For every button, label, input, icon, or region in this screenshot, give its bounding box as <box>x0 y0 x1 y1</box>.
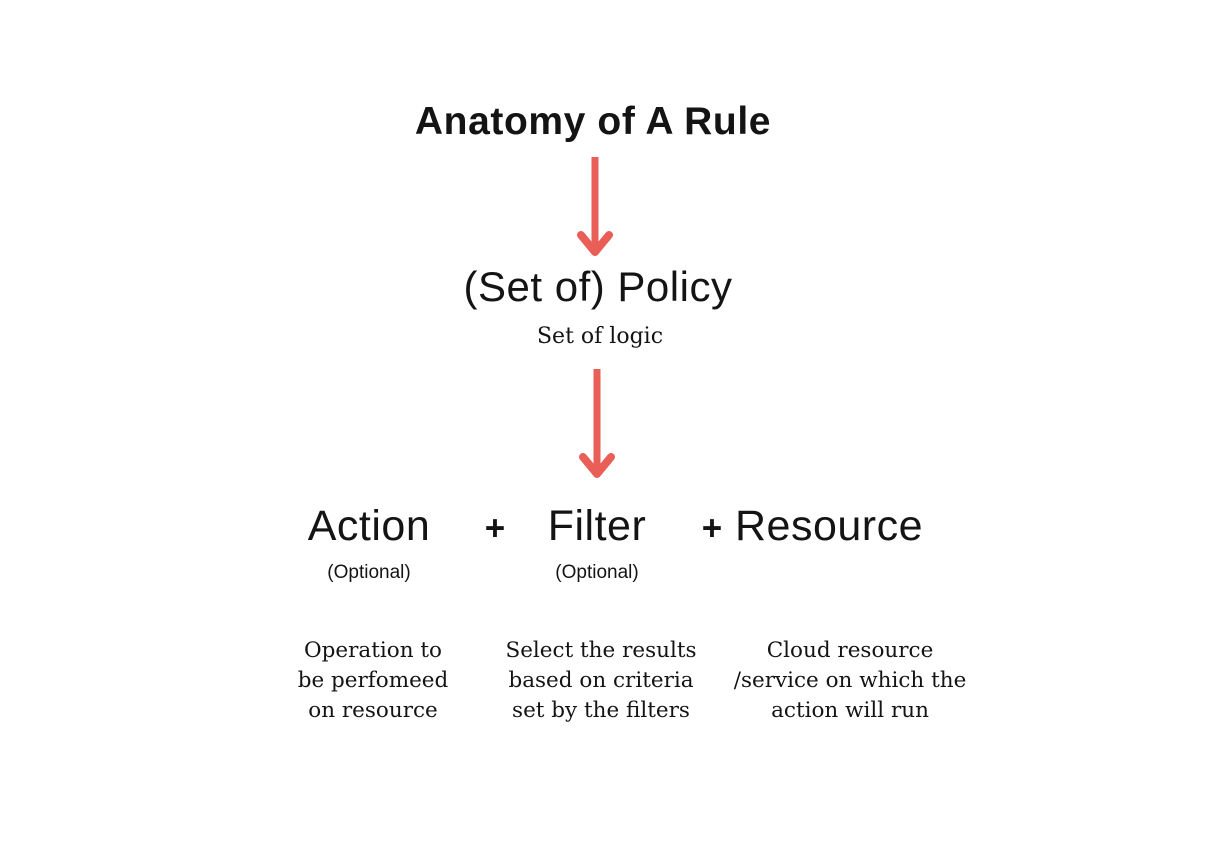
description-resource: Cloud resource /service on which the act… <box>733 638 967 723</box>
description-filter: Select the results based on criteria set… <box>505 638 697 723</box>
component-label-resource: Resource <box>734 502 924 550</box>
policy-sublabel: Set of logic <box>536 324 664 349</box>
arrow-head <box>577 231 613 256</box>
arrow-down-icon <box>579 369 615 478</box>
description-action: Operation to be perfomeed on resource <box>297 638 449 723</box>
optional-tag-filter: (Optional) <box>555 562 639 583</box>
component-label-action: Action <box>307 502 431 550</box>
plus-operator: + <box>484 509 506 548</box>
page-title: Anatomy of A Rule <box>414 100 772 143</box>
optional-tag-action: (Optional) <box>327 562 411 583</box>
component-label-filter: Filter <box>547 502 647 550</box>
plus-operator: + <box>701 509 723 548</box>
arrow-head <box>579 453 615 478</box>
policy-label: (Set of) Policy <box>463 263 733 310</box>
arrow-down-icon <box>577 157 613 256</box>
